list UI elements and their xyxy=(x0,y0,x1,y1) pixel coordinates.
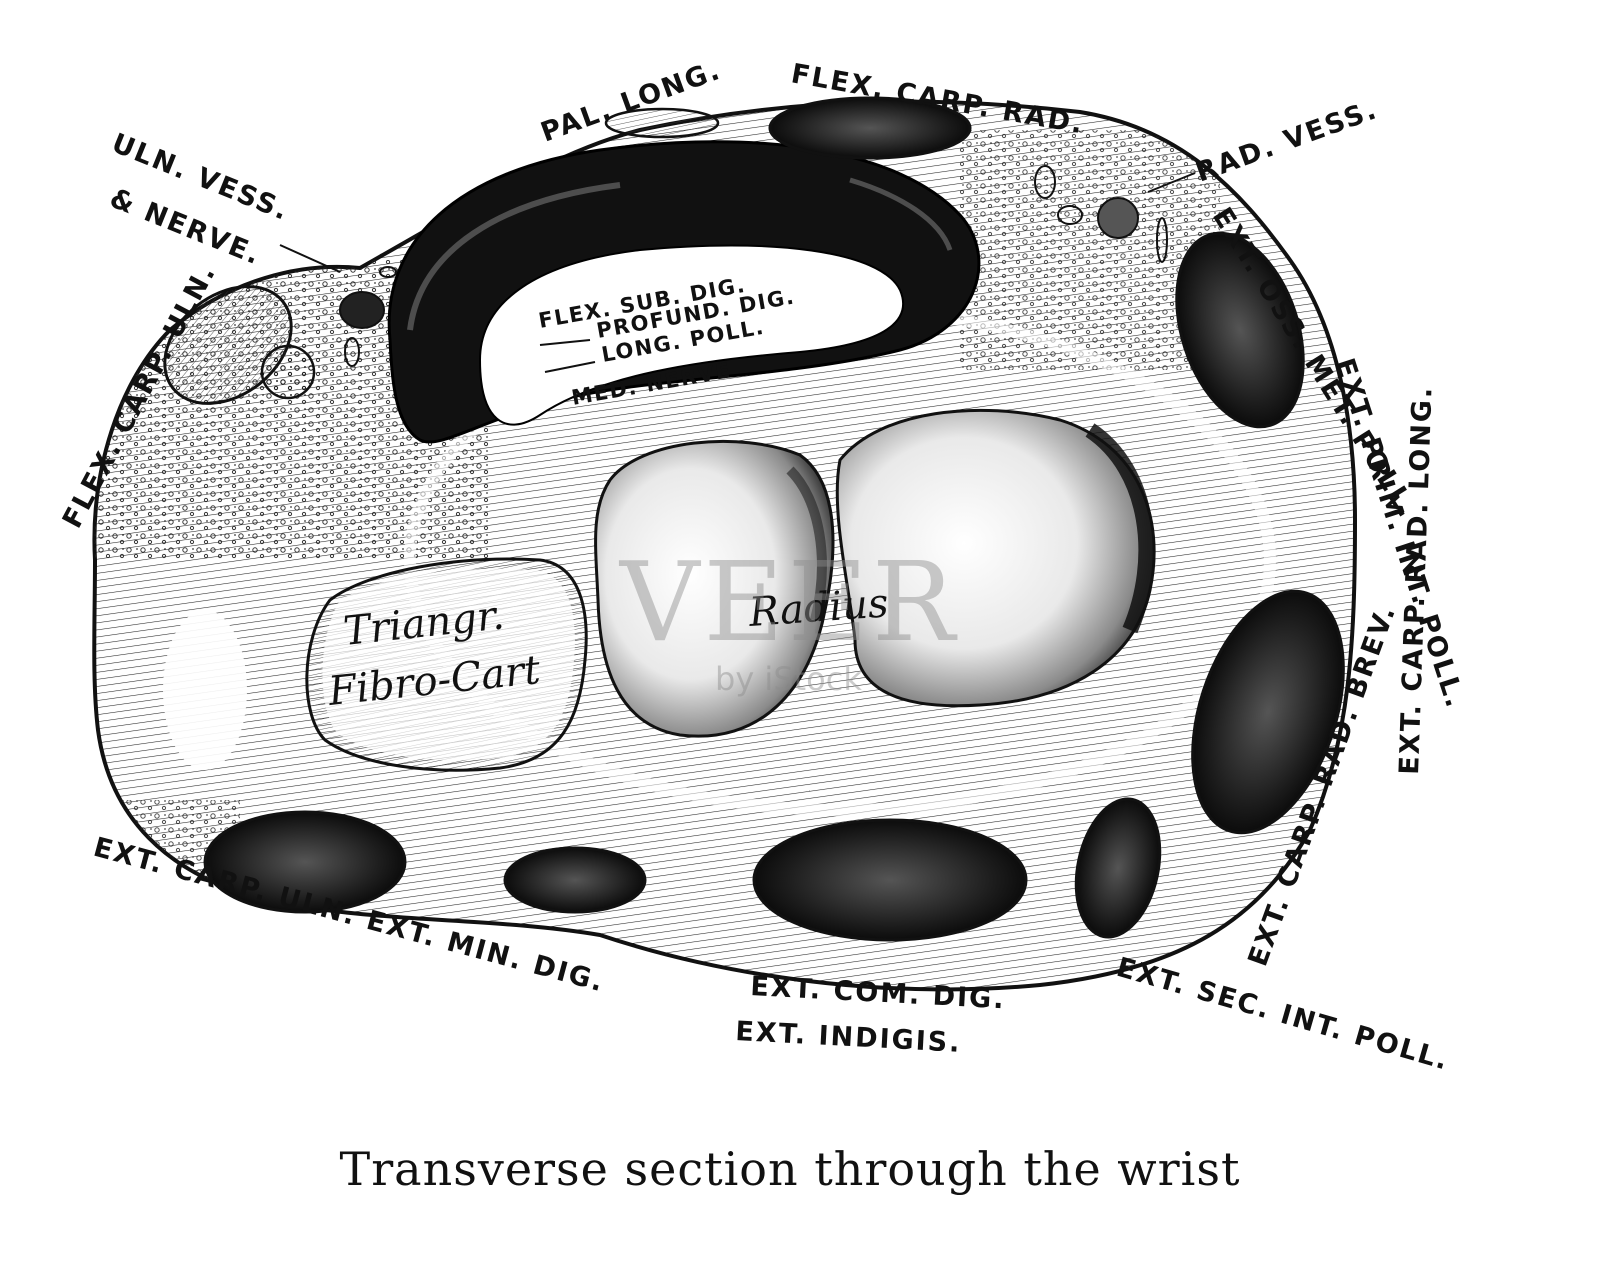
flexor-carpi-radialis-tendon xyxy=(768,96,972,160)
radius-label: Radius xyxy=(746,580,889,636)
radial-vessel xyxy=(1097,197,1139,239)
ulnar-nerve xyxy=(260,344,316,400)
rad-vess-label: RAD. VESS. xyxy=(1192,94,1382,188)
triangular-fibrocartilage xyxy=(305,557,588,772)
ext-carp-uln-tendon xyxy=(203,810,407,914)
flexor-carpi-ulnaris-tendon xyxy=(163,285,293,405)
tendon-group xyxy=(163,96,1345,942)
leader-lines xyxy=(279,172,1196,373)
ext-oss-met-poll-tendon xyxy=(1175,231,1305,429)
palmaris-longus-tendon xyxy=(604,107,720,139)
ulna-bone xyxy=(594,439,835,738)
radius-bone xyxy=(835,408,1156,708)
watermark: VEER xyxy=(618,538,959,666)
ulnar-vessel xyxy=(339,291,385,329)
ext-indigis-label: EXT. INDIGIS. xyxy=(735,1016,963,1059)
ext-sec-int-poll-label: EXT. SEC. INT. POLL. xyxy=(1113,952,1453,1077)
flexor-tendon-sheath xyxy=(387,140,981,444)
watermark-sub: by iStock xyxy=(715,660,862,698)
figure-caption: Transverse section through the wrist xyxy=(340,1142,1241,1196)
ext-com-dig-tendon xyxy=(752,818,1028,942)
vessel-details xyxy=(344,165,1168,367)
ext-sec-int-poll-tendon xyxy=(1074,797,1162,939)
ext-min-dig-tendon xyxy=(503,846,647,914)
ext-carp-rad-tendon xyxy=(1191,589,1345,835)
